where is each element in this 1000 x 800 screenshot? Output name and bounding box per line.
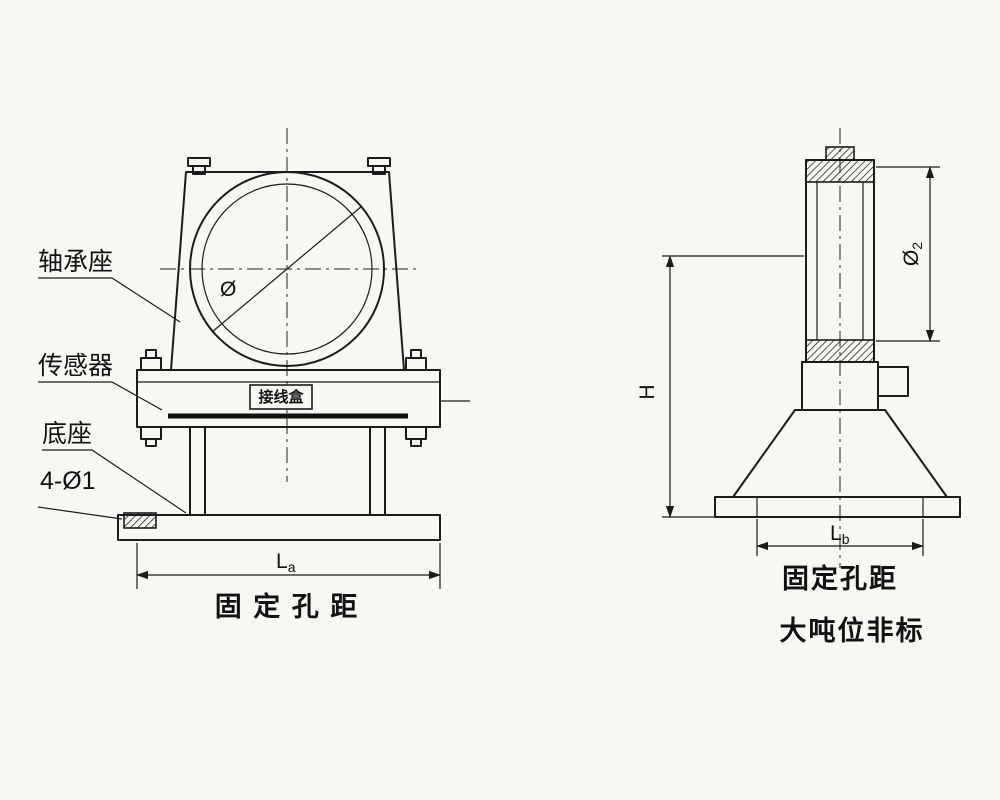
junction-box-label: 接线盒 — [258, 388, 304, 406]
dim-phi2-label: Ø2 — [900, 242, 925, 266]
right-view-note: 大吨位非标 — [780, 615, 925, 646]
diameter-line — [211, 205, 363, 333]
dimension-h: H — [636, 255, 804, 518]
support-leg-left — [189, 426, 206, 516]
svg-text:轴承座: 轴承座 — [38, 248, 113, 276]
label-bearing-seat: 轴承座 — [38, 248, 181, 323]
svg-text:传感器: 传感器 — [38, 352, 113, 380]
left-view-caption: 固 定 孔 距 — [215, 591, 360, 622]
anchor-bolt-hatched — [123, 512, 157, 529]
diameter-symbol-label: Ø — [220, 278, 236, 301]
dimension-la: La — [136, 543, 441, 589]
svg-text:4-Ø1: 4-Ø1 — [40, 467, 96, 495]
base-plate-outline — [117, 514, 441, 541]
dim-lb-label: Lb — [830, 522, 850, 547]
housing-top-bolt-left — [187, 157, 211, 175]
sensor-bolt-top-right — [405, 349, 427, 371]
right-view: H Ø2 Lb 固定孔距 大吨位非标 — [636, 128, 961, 646]
svg-text:底座: 底座 — [42, 420, 92, 448]
label-holes: 4-Ø1 — [37, 467, 123, 520]
column-top-cap-hatched — [805, 159, 875, 183]
sensor-bolt-top-left — [140, 349, 162, 371]
sensor-bolt-bottom-right — [405, 426, 427, 447]
base-flange-outline — [714, 496, 961, 518]
connector-box — [877, 366, 909, 397]
label-base: 底座 — [42, 420, 187, 514]
left-view: Ø 接线盒 — [37, 128, 470, 622]
sensor-bolt-bottom-left — [140, 426, 162, 447]
support-leg-right — [369, 426, 386, 516]
dimension-lb: Lb — [756, 519, 924, 556]
sensor-plate-outline — [136, 369, 441, 428]
bore-inner-circle — [201, 183, 373, 355]
load-button-cap — [825, 146, 855, 161]
housing-top-bolt-right — [367, 157, 391, 175]
dim-h-label: H — [636, 384, 659, 399]
column-bottom-cap-hatched — [805, 339, 875, 363]
right-view-caption: 固定孔距 — [782, 563, 898, 594]
junction-box: 接线盒 — [249, 384, 313, 410]
bore-outer-circle — [189, 171, 385, 367]
label-sensor: 传感器 — [38, 352, 163, 411]
dim-la-label: La — [276, 550, 296, 575]
dimension-phi2: Ø2 — [876, 166, 940, 342]
